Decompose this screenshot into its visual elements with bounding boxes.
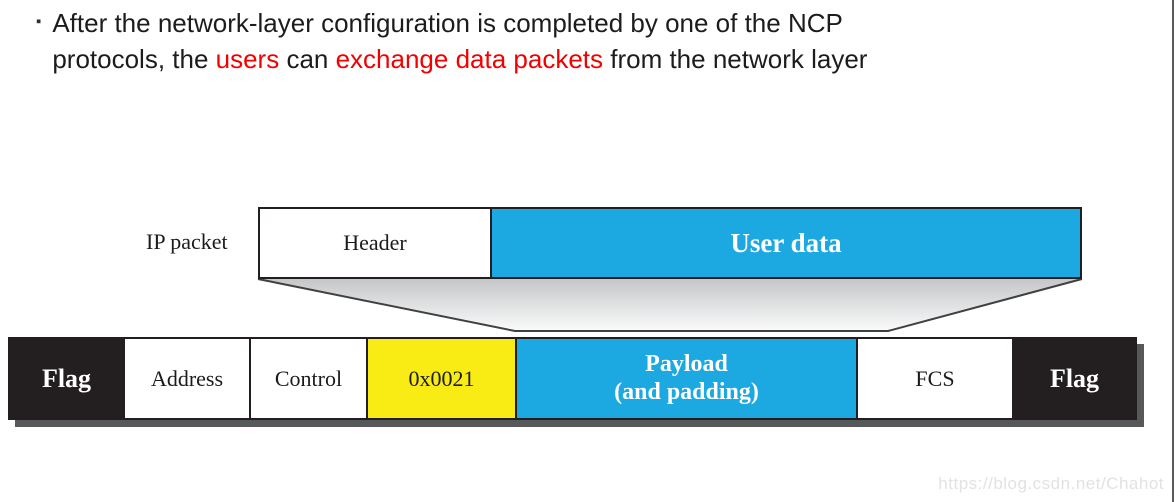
bullet-point: ▪ After the network-layer configuration … — [36, 5, 1096, 77]
slide-right-edge-line — [1172, 0, 1174, 502]
ip-user-data-field: User data — [490, 207, 1082, 279]
bullet-segment: protocols, the — [52, 44, 216, 74]
ppp-frame-row: Flag Address Control 0x0021 Payload (and… — [8, 337, 1137, 420]
frame-field-flag-left: Flag — [8, 337, 125, 420]
bullet-segment: After the network-layer configuration is… — [52, 8, 843, 38]
frame-field-control: Control — [249, 337, 368, 420]
bullet-segment: can — [279, 44, 336, 74]
payload-label-line2: (and padding) — [614, 378, 759, 405]
frame-field-address: Address — [123, 337, 251, 420]
frame-field-payload: Payload (and padding) — [515, 337, 858, 420]
bullet-segment-highlight: exchange data packets — [335, 44, 604, 74]
watermark-url: https://blog.csdn.net/Chahot — [938, 474, 1164, 493]
frame-field-fcs: FCS — [856, 337, 1014, 420]
frame-field-flag-right: Flag — [1012, 337, 1137, 420]
payload-label-line1: Payload — [645, 350, 728, 377]
bullet-text: After the network-layer configuration is… — [52, 5, 867, 77]
ip-header-field: Header — [258, 207, 492, 279]
frame-field-protocol: 0x0021 — [366, 337, 517, 420]
bullet-segment-highlight: users — [215, 44, 280, 74]
bullet-marker-icon: ▪ — [36, 13, 42, 30]
ip-packet-label: IP packet — [146, 229, 228, 254]
bullet-segment: from the network layer — [603, 44, 868, 74]
